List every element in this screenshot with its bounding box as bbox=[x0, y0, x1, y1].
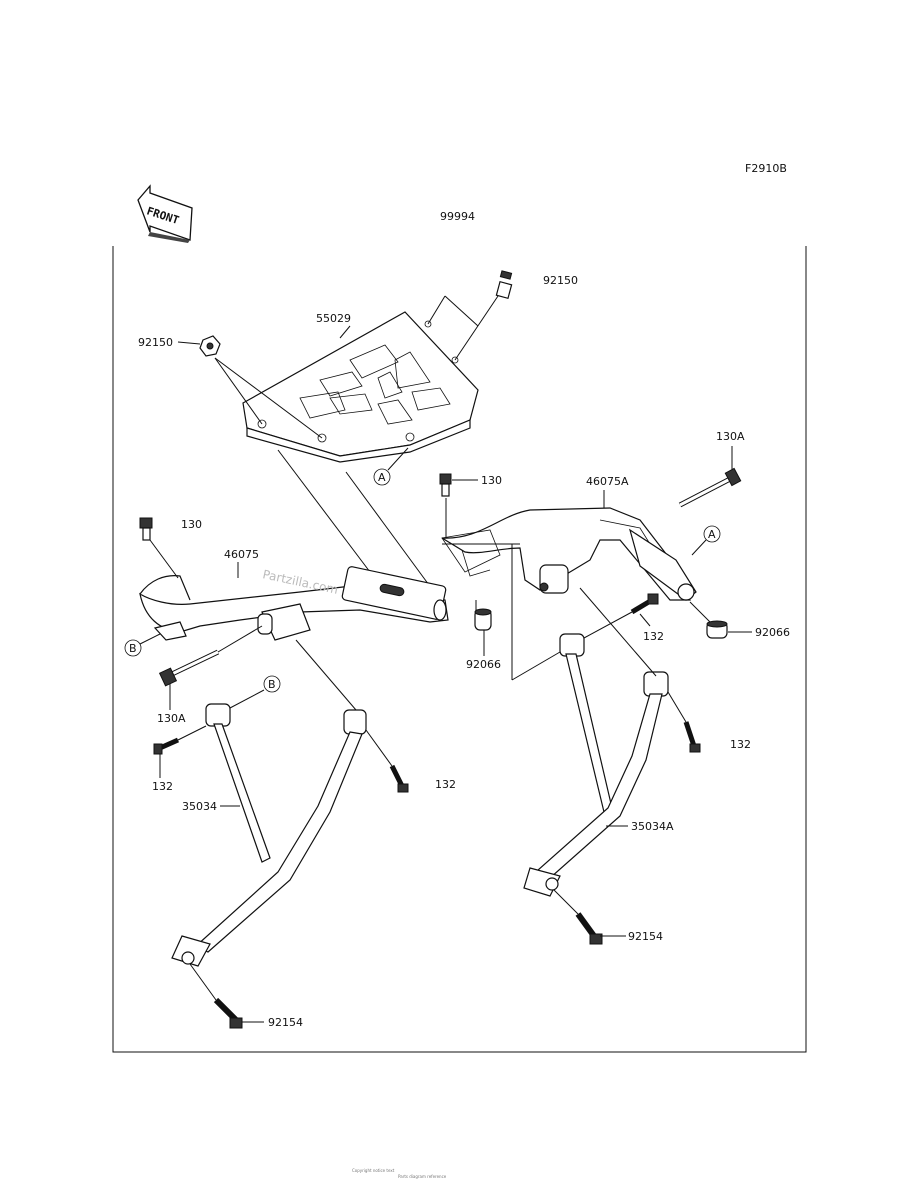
ref-a-right: A bbox=[708, 528, 716, 541]
label-132-left: 132 bbox=[152, 780, 173, 793]
ref-b-left: B bbox=[129, 642, 137, 655]
ref-b-left-icon bbox=[124, 639, 142, 657]
label-92066-mid: 92066 bbox=[466, 658, 501, 671]
ref-a-right-icon bbox=[703, 525, 721, 543]
label-130-right: 130 bbox=[481, 474, 502, 487]
label-130a-right: 130A bbox=[716, 430, 745, 443]
right-stay bbox=[523, 633, 669, 897]
left-bracket bbox=[139, 566, 449, 641]
label-130a-left: 130A bbox=[157, 712, 186, 725]
bolt-icon bbox=[630, 593, 659, 615]
bolt-icon bbox=[495, 270, 513, 300]
ref-b-stay-icon bbox=[263, 675, 281, 693]
label-92154-right: 92154 bbox=[628, 930, 663, 943]
bolt-icon bbox=[389, 764, 409, 793]
label-92154-left: 92154 bbox=[268, 1016, 303, 1029]
label-92066-right: 92066 bbox=[755, 626, 790, 639]
assembly-label: 99994 bbox=[440, 210, 475, 223]
label-132-mid-right: 132 bbox=[643, 630, 664, 643]
bolt-icon bbox=[575, 912, 603, 945]
footer-line-1: Copyright notice text bbox=[352, 1168, 395, 1173]
left-stay bbox=[171, 703, 367, 967]
label-130-left: 130 bbox=[181, 518, 202, 531]
label-35034: 35034 bbox=[182, 800, 217, 813]
nut-icon bbox=[199, 335, 221, 357]
label-46075a: 46075A bbox=[586, 475, 629, 488]
label-132-far-right: 132 bbox=[730, 738, 751, 751]
bolt-icon bbox=[139, 517, 153, 541]
label-132-center: 132 bbox=[435, 778, 456, 791]
right-bracket bbox=[441, 507, 697, 601]
long-bolt-icon bbox=[678, 467, 742, 508]
bolt-icon bbox=[439, 473, 452, 497]
bolt-icon bbox=[213, 997, 243, 1029]
label-35034a: 35034A bbox=[631, 820, 674, 833]
figure-code: F2910B bbox=[745, 162, 787, 175]
carrier-plate bbox=[242, 311, 479, 463]
label-46075: 46075 bbox=[224, 548, 259, 561]
long-bolt-icon bbox=[158, 649, 220, 687]
ref-a-carrier: A bbox=[378, 471, 386, 484]
assembly-box bbox=[112, 246, 807, 1053]
bolt-icon bbox=[683, 721, 701, 753]
front-arrow-icon: FRONT bbox=[137, 184, 193, 243]
label-92150-left: 92150 bbox=[138, 336, 173, 349]
footer-line-2: Parts diagram reference bbox=[398, 1174, 447, 1179]
ref-a-carrier-icon bbox=[373, 468, 391, 486]
label-92150-top: 92150 bbox=[543, 274, 578, 287]
label-55029: 55029 bbox=[316, 312, 351, 325]
grommet-icon bbox=[474, 608, 492, 631]
bolt-icon bbox=[153, 737, 180, 755]
grommet-icon bbox=[706, 620, 728, 639]
ref-b-stay: B bbox=[268, 678, 276, 691]
